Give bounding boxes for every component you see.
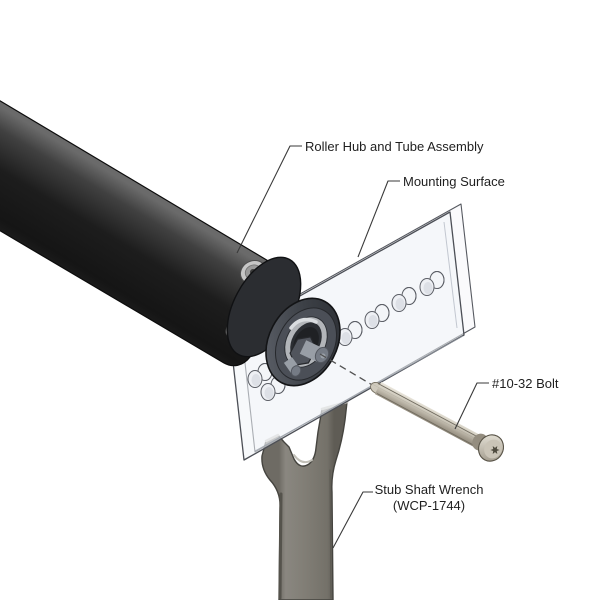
callout-mounting-surface-label: Mounting Surface — [403, 174, 505, 189]
plate-hole — [337, 321, 363, 346]
leader-wrench — [332, 491, 373, 549]
leader-bolt — [454, 382, 489, 430]
plate-hole — [364, 304, 390, 329]
center-axis-dashed-line — [319, 353, 375, 387]
callout-wrench-label: Stub Shaft Wrench (WCP-1744) — [372, 482, 486, 514]
bolt-shaft — [374, 382, 483, 448]
callout-roller-hub-label: Roller Hub and Tube Assembly — [305, 139, 484, 154]
leader-mounting-surface — [357, 180, 400, 258]
stub-shaft-wrench — [261, 400, 349, 600]
callout-wrench-label-line1: Stub Shaft Wrench — [374, 482, 484, 497]
bolt-head — [477, 434, 505, 462]
plate-hole — [260, 376, 286, 401]
leader-roller-hub — [236, 145, 302, 254]
torx-socket-icon — [490, 446, 500, 454]
bolt — [370, 381, 505, 462]
leader-lines — [236, 145, 489, 549]
plate-hole — [419, 271, 445, 296]
hub-drive-pin — [283, 357, 302, 377]
callout-wrench-label-line2: (WCP-1744) — [392, 498, 466, 513]
roller-hub — [265, 297, 341, 387]
plate-hole — [391, 287, 417, 312]
mounting-plate — [229, 203, 476, 461]
callout-bolt-label: #10-32 Bolt — [492, 376, 559, 391]
